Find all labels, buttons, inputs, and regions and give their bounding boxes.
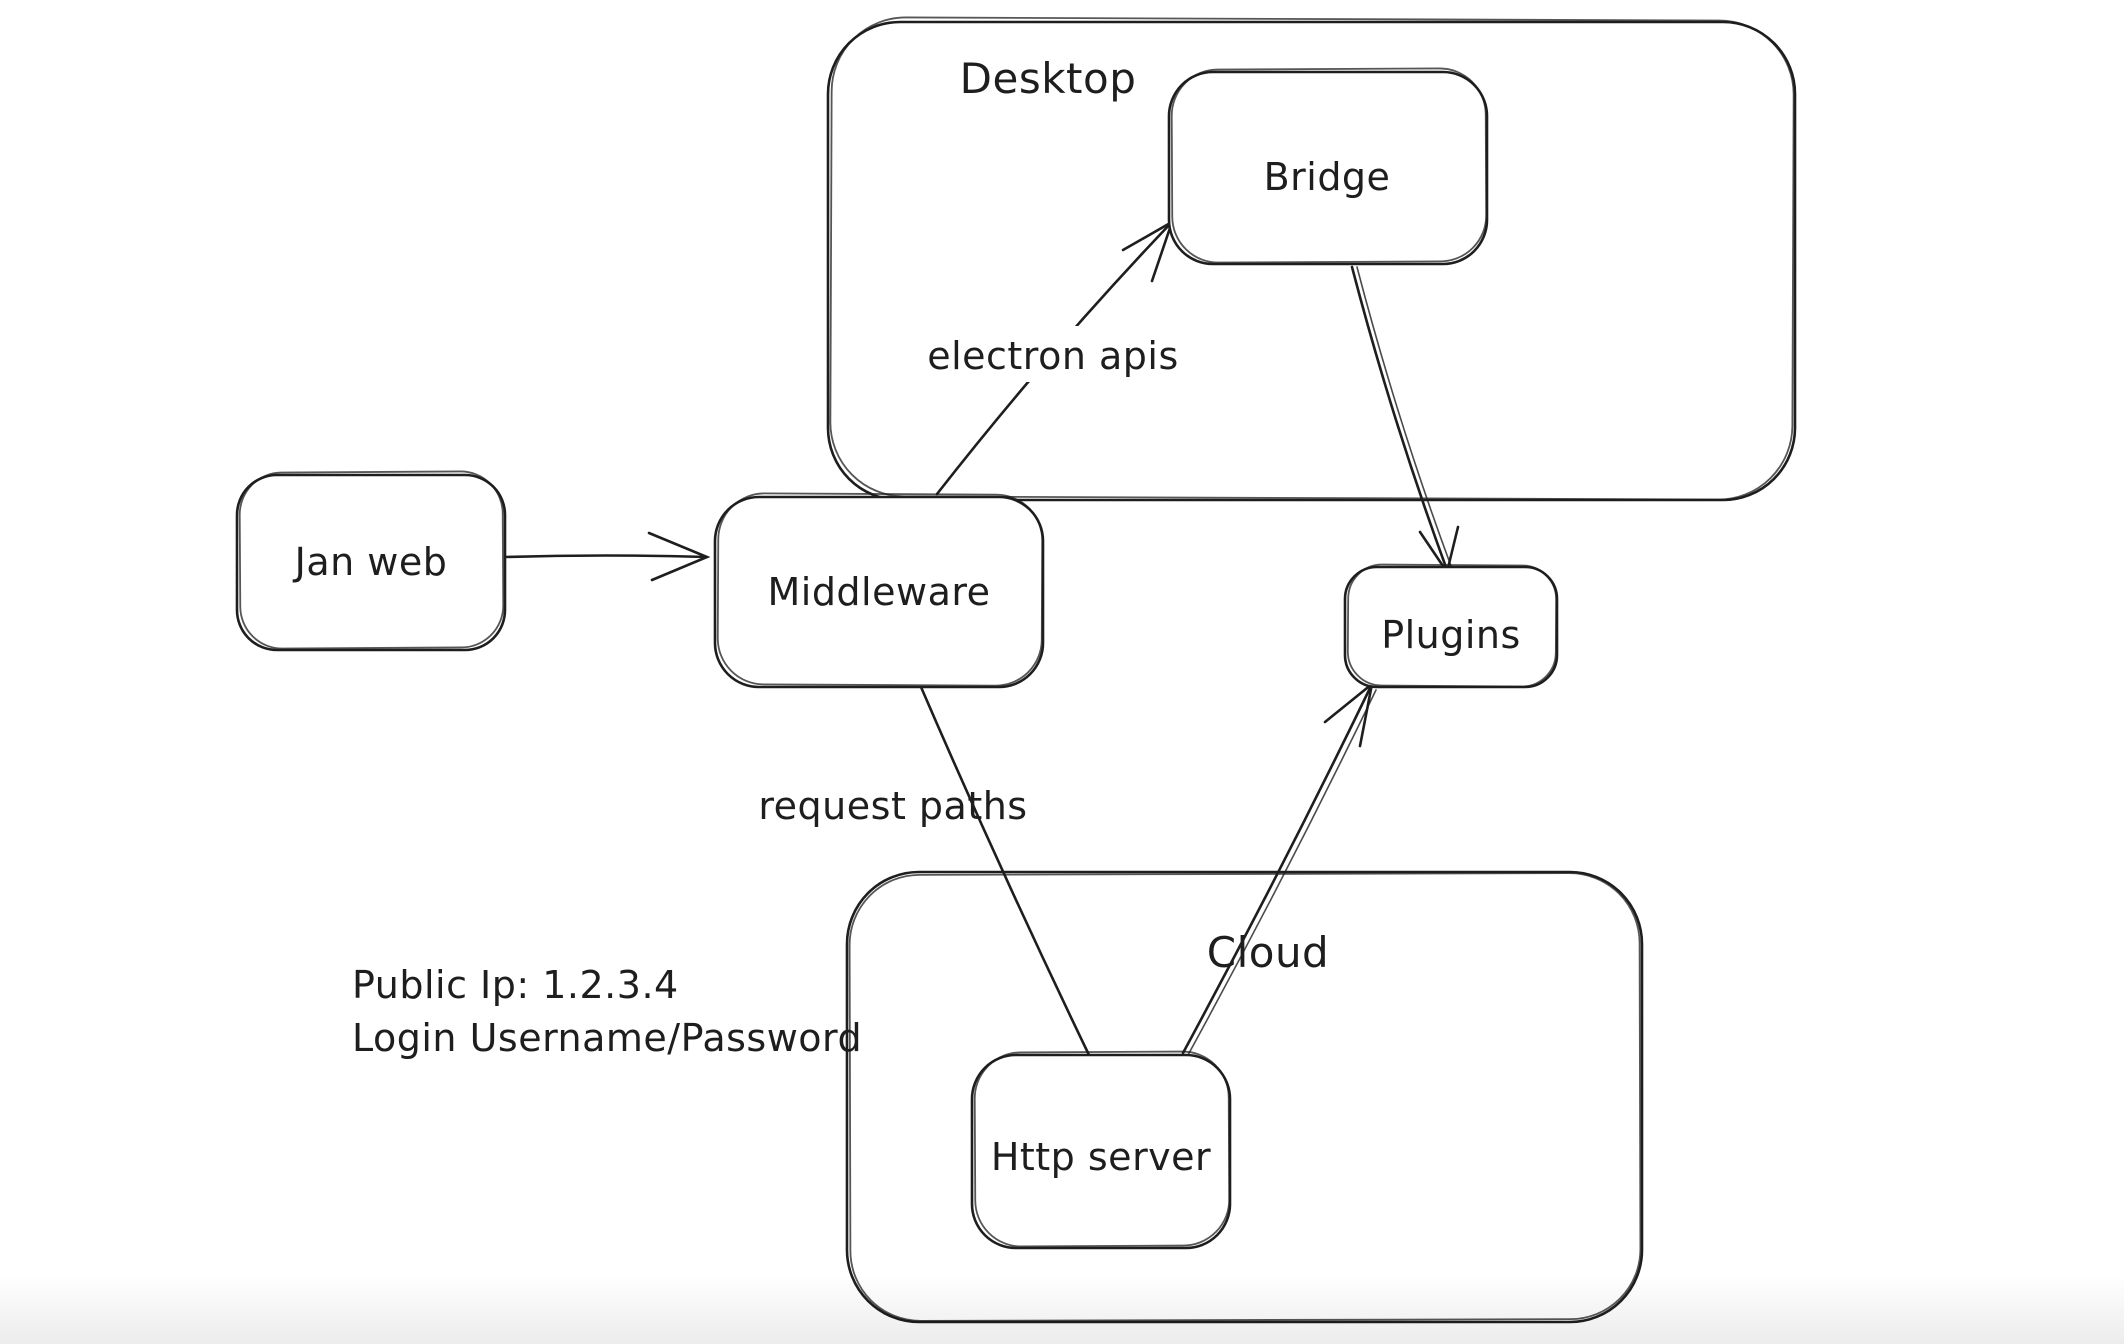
- edge-httpserver-plugins-arrowhead: [1323, 680, 1374, 748]
- node-bridge: Bridge: [1167, 67, 1489, 266]
- edge-bridge-plugins-line: [1350, 265, 1449, 572]
- edge-janweb-middleware: [503, 531, 711, 582]
- desktop-container-label: Desktop: [960, 54, 1137, 103]
- edge-label-electron-apis: electron apis: [925, 326, 1187, 382]
- edge-middleware-httpserver: [919, 685, 1091, 1057]
- jan-web-box-sketch: [238, 470, 505, 650]
- bridge-box-sketch: [1170, 67, 1488, 264]
- plugins-box: [1343, 565, 1559, 689]
- node-http-server: Http server: [970, 1050, 1232, 1250]
- middleware-label: Middleware: [767, 570, 990, 614]
- cloud-container-box-sketch: [848, 872, 1642, 1322]
- edge-httpserver-plugins-line-sketch: [1187, 689, 1377, 1056]
- cloud-credentials-note: Public Ip: 1.2.3.4 Login Username/Passwo…: [352, 963, 862, 1060]
- node-plugins: Plugins: [1343, 563, 1559, 689]
- http-server-box-sketch: [973, 1050, 1231, 1248]
- plugins-box-sketch: [1346, 563, 1558, 688]
- bridge-box: [1167, 70, 1489, 266]
- container-desktop: [826, 16, 1797, 502]
- edge-janweb-middleware-line: [503, 554, 709, 559]
- edge-httpserver-plugins-line: [1181, 682, 1374, 1055]
- electron-apis-label-mask: [925, 326, 1187, 382]
- login-credentials-line: Login Username/Password: [352, 1016, 862, 1060]
- edge-bridge-plugins: [1350, 265, 1460, 576]
- edge-bridge-plugins-line-sketch: [1356, 266, 1452, 567]
- http-server-label: Http server: [991, 1135, 1211, 1179]
- node-middleware: Middleware: [713, 492, 1045, 689]
- http-server-box: [970, 1053, 1232, 1250]
- node-jan-web: Jan web: [235, 470, 507, 652]
- edge-httpserver-plugins: [1181, 680, 1377, 1056]
- cloud-container-label: Cloud: [1207, 928, 1329, 977]
- edge-middleware-httpserver-line: [919, 685, 1091, 1057]
- jan-web-box: [235, 473, 507, 652]
- cloud-container-box: [845, 870, 1644, 1324]
- jan-web-label: Jan web: [293, 540, 448, 584]
- middleware-box: [713, 495, 1045, 689]
- electron-apis-label: electron apis: [927, 334, 1179, 378]
- desktop-container-box: [826, 20, 1797, 502]
- middleware-box-sketch: [716, 492, 1044, 687]
- edge-janweb-middleware-arrowhead: [647, 531, 711, 582]
- bridge-label: Bridge: [1264, 155, 1391, 199]
- plugins-label: Plugins: [1381, 613, 1521, 657]
- container-cloud: [845, 870, 1644, 1324]
- public-ip-line: Public Ip: 1.2.3.4: [352, 963, 679, 1007]
- desktop-container-box-sketch: [829, 16, 1795, 501]
- request-paths-label: request paths: [758, 784, 1027, 828]
